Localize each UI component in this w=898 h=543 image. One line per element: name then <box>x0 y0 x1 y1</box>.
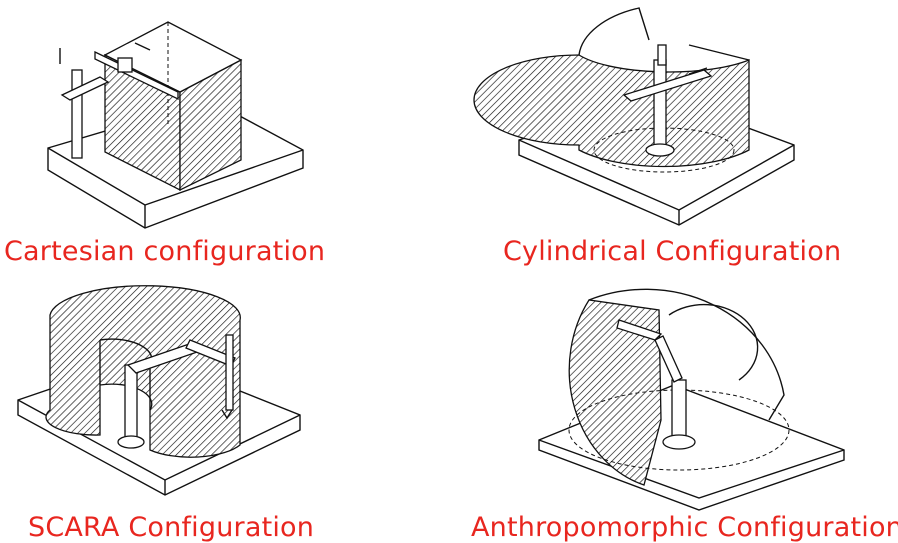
caption-cartesian: Cartesian configuration <box>4 236 326 267</box>
anthropomorphic-robot-diagram <box>538 288 845 511</box>
caption-cylindrical: Cylindrical Configuration <box>503 236 842 267</box>
cartesian-panel: Cartesian configuration <box>0 0 449 270</box>
scara-column <box>124 364 138 446</box>
cylindrical-workspace <box>473 54 750 168</box>
scara-workspace <box>45 285 241 458</box>
cylindrical-column <box>653 59 667 151</box>
cartesian-vertical-column <box>71 69 83 159</box>
cylindrical-robot-diagram <box>473 7 795 226</box>
cylindrical-panel: Cylindrical Configuration <box>449 0 898 270</box>
caption-scara: SCARA Configuration <box>28 512 315 543</box>
anthropomorphic-panel: Anthropomorphic Configuration <box>449 270 898 543</box>
scara-robot-diagram <box>17 285 301 496</box>
caption-anthropomorphic: Anthropomorphic Configuration <box>471 512 898 543</box>
anthropomorphic-workspace <box>568 299 662 486</box>
cartesian-robot-diagram <box>47 21 304 229</box>
scara-panel: SCARA Configuration <box>0 270 449 543</box>
